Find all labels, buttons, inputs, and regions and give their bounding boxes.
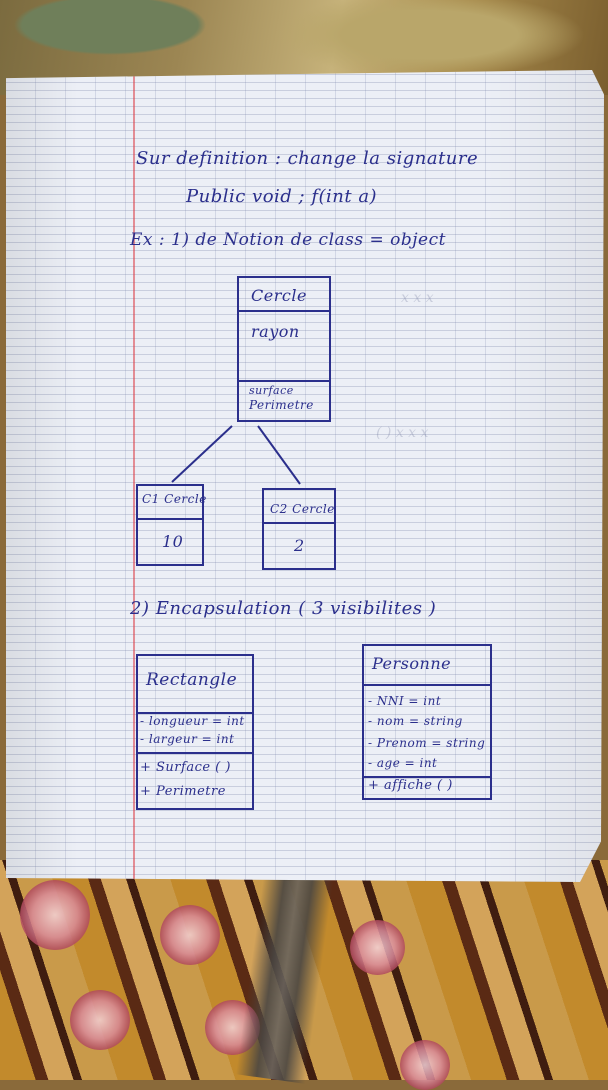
uml-class-personne: Personne - NNI = int - nom = string - Pr… — [362, 644, 492, 800]
fabric-flower — [160, 905, 220, 965]
divider — [138, 752, 252, 754]
class-attribute: - largeur = int — [140, 732, 235, 746]
divider — [364, 776, 490, 778]
note-line-public-void: Public void ; f(int a) — [186, 186, 378, 207]
divider — [239, 380, 329, 382]
object-name: C1 Cercle — [142, 492, 207, 506]
divider — [239, 310, 329, 312]
notebook-page: x x x ( ) x x x Sur definition : change … — [6, 70, 604, 882]
object-c2: C2 Cercle 2 — [262, 488, 336, 570]
class-method: Perimetre — [249, 398, 314, 412]
association-lines — [171, 425, 301, 485]
class-method: + affiche ( ) — [368, 778, 453, 793]
fabric-flower — [70, 990, 130, 1050]
divider — [364, 684, 490, 686]
object-value: 10 — [162, 532, 184, 551]
object-c1: C1 Cercle 10 — [136, 484, 207, 566]
note-line-encapsulation: 2) Encapsulation ( 3 visibilites ) — [130, 598, 437, 619]
note-line-example: Ex : 1) de Notion de class = object — [130, 230, 446, 250]
fabric-flower — [350, 920, 405, 975]
class-method: + Surface ( ) — [140, 760, 231, 775]
fabric-flower — [20, 880, 90, 950]
class-name: Cercle — [251, 286, 307, 305]
divider — [264, 522, 334, 524]
uml-class-cercle: Cercle rayon surface Perimetre — [237, 276, 331, 422]
margin-line — [133, 70, 135, 882]
object-name: C2 Cercle — [270, 502, 335, 516]
class-name: Personne — [372, 654, 452, 673]
class-method: + Perimetre — [140, 784, 226, 799]
divider — [138, 518, 202, 520]
class-attribute: - NNI = int — [368, 694, 442, 708]
bleed-through: ( ) x x x — [376, 425, 429, 441]
class-attribute: - longueur = int — [140, 714, 245, 728]
class-method: surface — [249, 384, 294, 397]
fabric-flower — [400, 1040, 450, 1090]
bleed-through: x x x — [401, 290, 434, 306]
class-attribute: - nom = string — [368, 714, 463, 728]
class-attribute: - age = int — [368, 756, 438, 770]
class-attribute: - Prenom = string — [368, 736, 486, 750]
class-attribute: rayon — [251, 322, 300, 341]
object-value: 2 — [294, 536, 305, 555]
class-name: Rectangle — [146, 670, 238, 690]
note-line-surdefinition: Sur definition : change la signature — [136, 148, 479, 169]
uml-class-rectangle: Rectangle - longueur = int - largeur = i… — [136, 654, 254, 810]
divider — [138, 712, 252, 714]
